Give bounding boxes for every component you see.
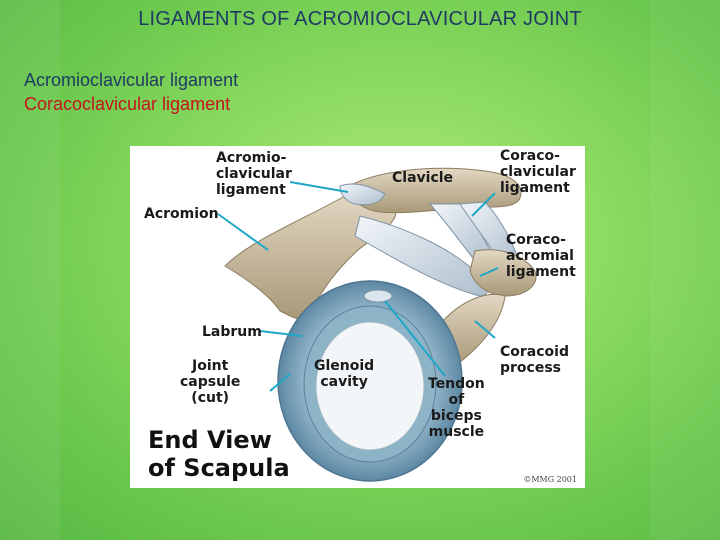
scapula-illustration (217, 167, 537, 482)
bullet-list: Acromioclavicular ligament Coracoclavicu… (24, 68, 238, 116)
label-joint-capsule: Joint capsule (cut) (180, 358, 241, 406)
slide-title: LIGAMENTS OF ACROMIOCLAVICULAR JOINT (138, 8, 582, 30)
figure-credit: ©MMG 2001 (523, 475, 577, 484)
label-tendon-of-biceps: Tendon of biceps muscle (428, 376, 485, 440)
label-acromion: Acromion (144, 206, 219, 222)
label-coracoacromial-ligament: Coraco- acromial ligament (506, 232, 576, 280)
label-clavicle: Clavicle (392, 170, 454, 186)
label-acromioclavicular-ligament: Acromio- clavicular ligament (216, 150, 292, 198)
label-coracoid-process: Coracoid process (500, 344, 569, 376)
figure-caption: End View of Scapula (148, 426, 290, 482)
bullet-coracoclavicular-ligament: Coracoclavicular ligament (24, 94, 231, 114)
label-coracoclavicular-ligament: Coraco- clavicular ligament (500, 148, 576, 196)
bullet-acromioclavicular-ligament: Acromioclavicular ligament (24, 70, 239, 90)
scapula-diagram: Acromio- clavicular ligament Acromion Cl… (130, 146, 585, 488)
label-labrum: Labrum (202, 324, 262, 340)
label-glenoid-cavity: Glenoid cavity (314, 358, 375, 390)
